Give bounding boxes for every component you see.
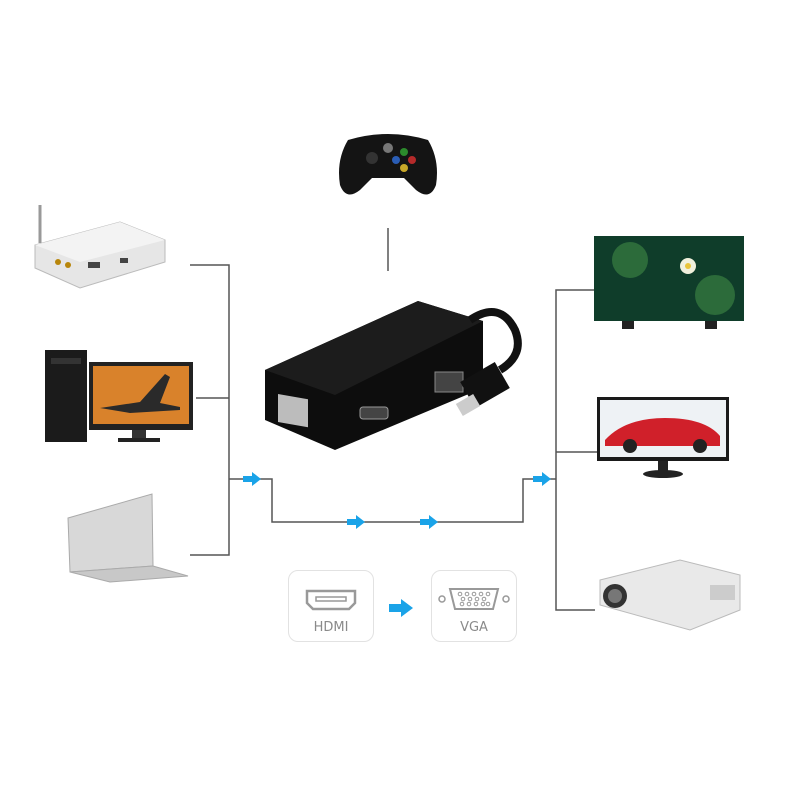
hdmi-adapter-icon bbox=[265, 301, 522, 450]
arrow-right-icon bbox=[389, 599, 413, 617]
projector-icon bbox=[599, 559, 741, 631]
set-top-box-icon bbox=[34, 205, 166, 289]
flow-arrows bbox=[243, 472, 551, 529]
vga-badge: VGA bbox=[431, 570, 517, 642]
hdmi-label: HDMI bbox=[313, 620, 349, 635]
monitor-icon bbox=[597, 397, 729, 478]
arrow-right-icon bbox=[347, 515, 365, 529]
laptop-icon bbox=[67, 493, 189, 583]
arrow-right-icon bbox=[420, 515, 438, 529]
arrow-right-icon bbox=[243, 472, 261, 486]
arrow-right-icon bbox=[533, 472, 551, 486]
vga-port-icon bbox=[438, 588, 510, 610]
game-controller-icon bbox=[339, 134, 437, 195]
vga-label: VGA bbox=[460, 620, 488, 635]
flat-tv-icon bbox=[594, 236, 744, 329]
input-bus-line bbox=[190, 264, 230, 556]
connection-lines bbox=[190, 228, 597, 611]
hdmi-port-icon bbox=[305, 589, 357, 611]
signal-path-line bbox=[229, 478, 556, 523]
output-bus-line bbox=[555, 289, 595, 611]
desktop-computer-icon bbox=[45, 350, 193, 442]
hdmi-badge: HDMI bbox=[288, 570, 374, 642]
